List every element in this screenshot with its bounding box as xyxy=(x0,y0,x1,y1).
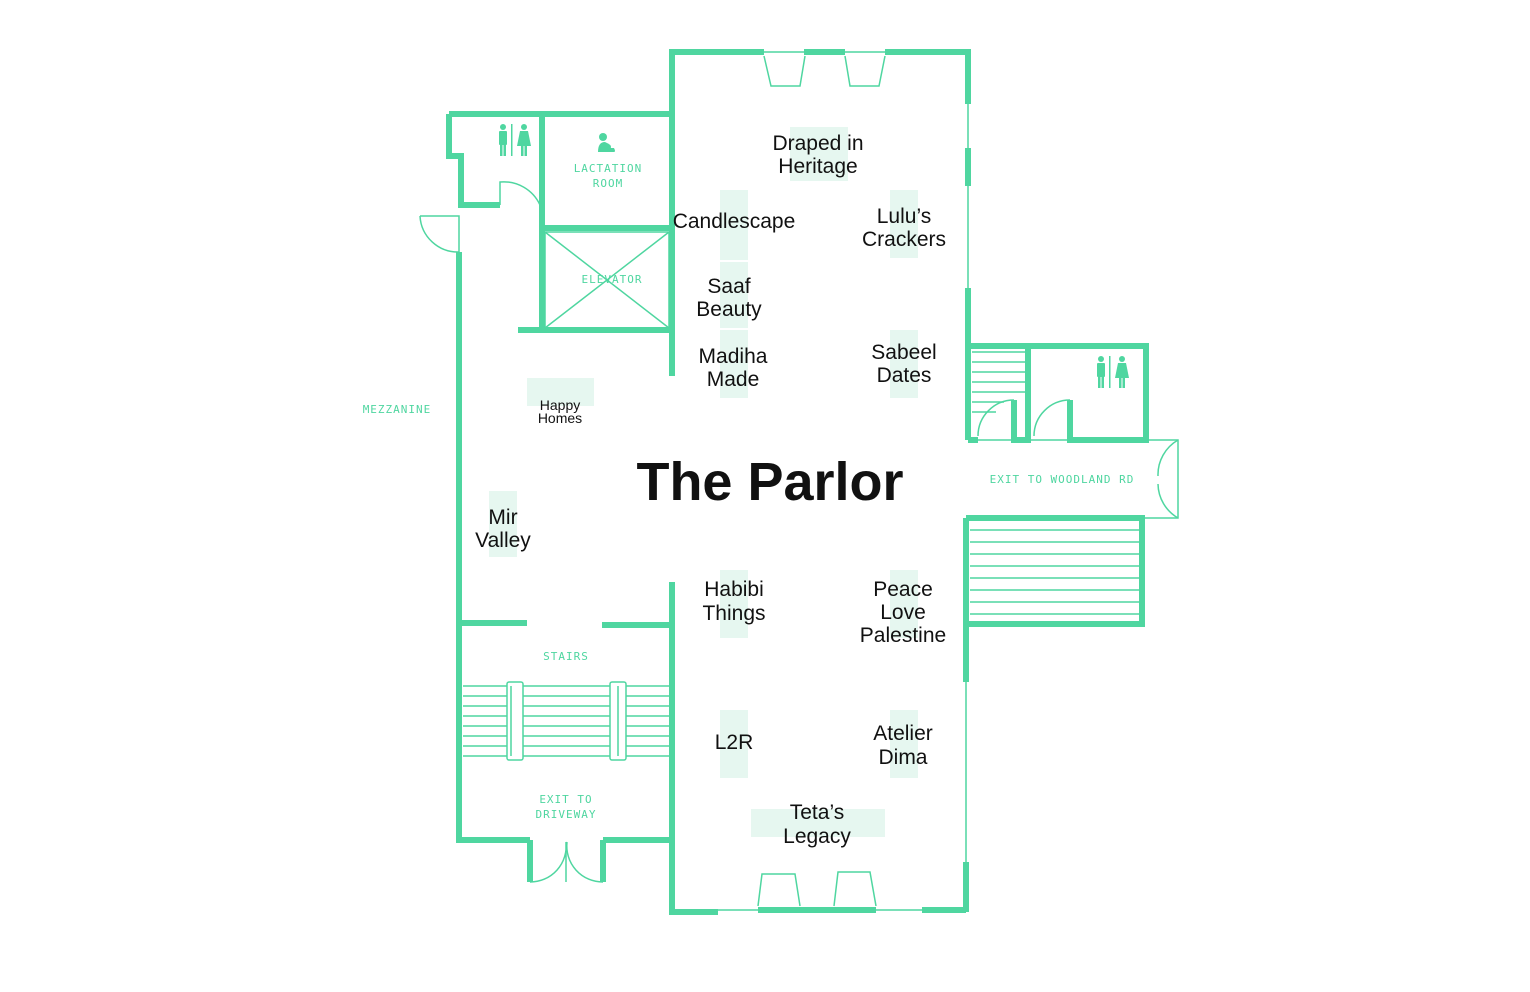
mezzanine-label: MEZZANINE xyxy=(363,403,432,416)
stairs-right-lower xyxy=(970,529,1140,615)
elevator-label: ELEVATOR xyxy=(582,273,643,286)
restroom-icon xyxy=(499,124,531,156)
doors xyxy=(419,55,1179,907)
room-title: The Parlor xyxy=(636,452,903,512)
exit-woodland-label: EXIT TO WOODLAND RD xyxy=(990,473,1135,486)
lactation-icon xyxy=(598,133,615,152)
stairs-label: STAIRS xyxy=(543,650,589,663)
vendor-candlescape: Candlescape xyxy=(673,210,796,233)
lactation-label-2: ROOM xyxy=(593,177,624,190)
stairs-left-lower xyxy=(463,681,669,761)
booth-peace xyxy=(890,570,918,638)
lactation-label-1: LACTATION xyxy=(574,162,643,175)
exit-driveway-label-1: EXIT TO xyxy=(539,793,592,806)
stairs-right-upper xyxy=(972,351,1026,413)
booth-draped xyxy=(790,127,848,181)
booth-mir xyxy=(489,491,517,557)
booth-atelier xyxy=(890,710,918,778)
exit-driveway-label-2: DRIVEWAY xyxy=(536,808,597,821)
restroom-icon xyxy=(1097,356,1129,388)
area-labels: MEZZANINE LACTATION ROOM ELEVATOR STAIRS… xyxy=(363,162,1135,821)
elevator xyxy=(544,231,670,329)
walls xyxy=(446,49,1179,915)
booths xyxy=(489,127,918,837)
booth-habibi xyxy=(720,570,748,638)
vendor-l2r: L2R xyxy=(715,731,754,754)
booth-candlescape xyxy=(720,190,748,260)
booth-happy xyxy=(527,378,594,406)
booth-madiha xyxy=(720,330,748,398)
booth-l2r xyxy=(720,710,748,778)
booth-tetas xyxy=(751,809,885,837)
booth-sabeel xyxy=(890,330,918,398)
booth-lulus xyxy=(890,190,918,258)
booth-saaf xyxy=(720,262,748,328)
